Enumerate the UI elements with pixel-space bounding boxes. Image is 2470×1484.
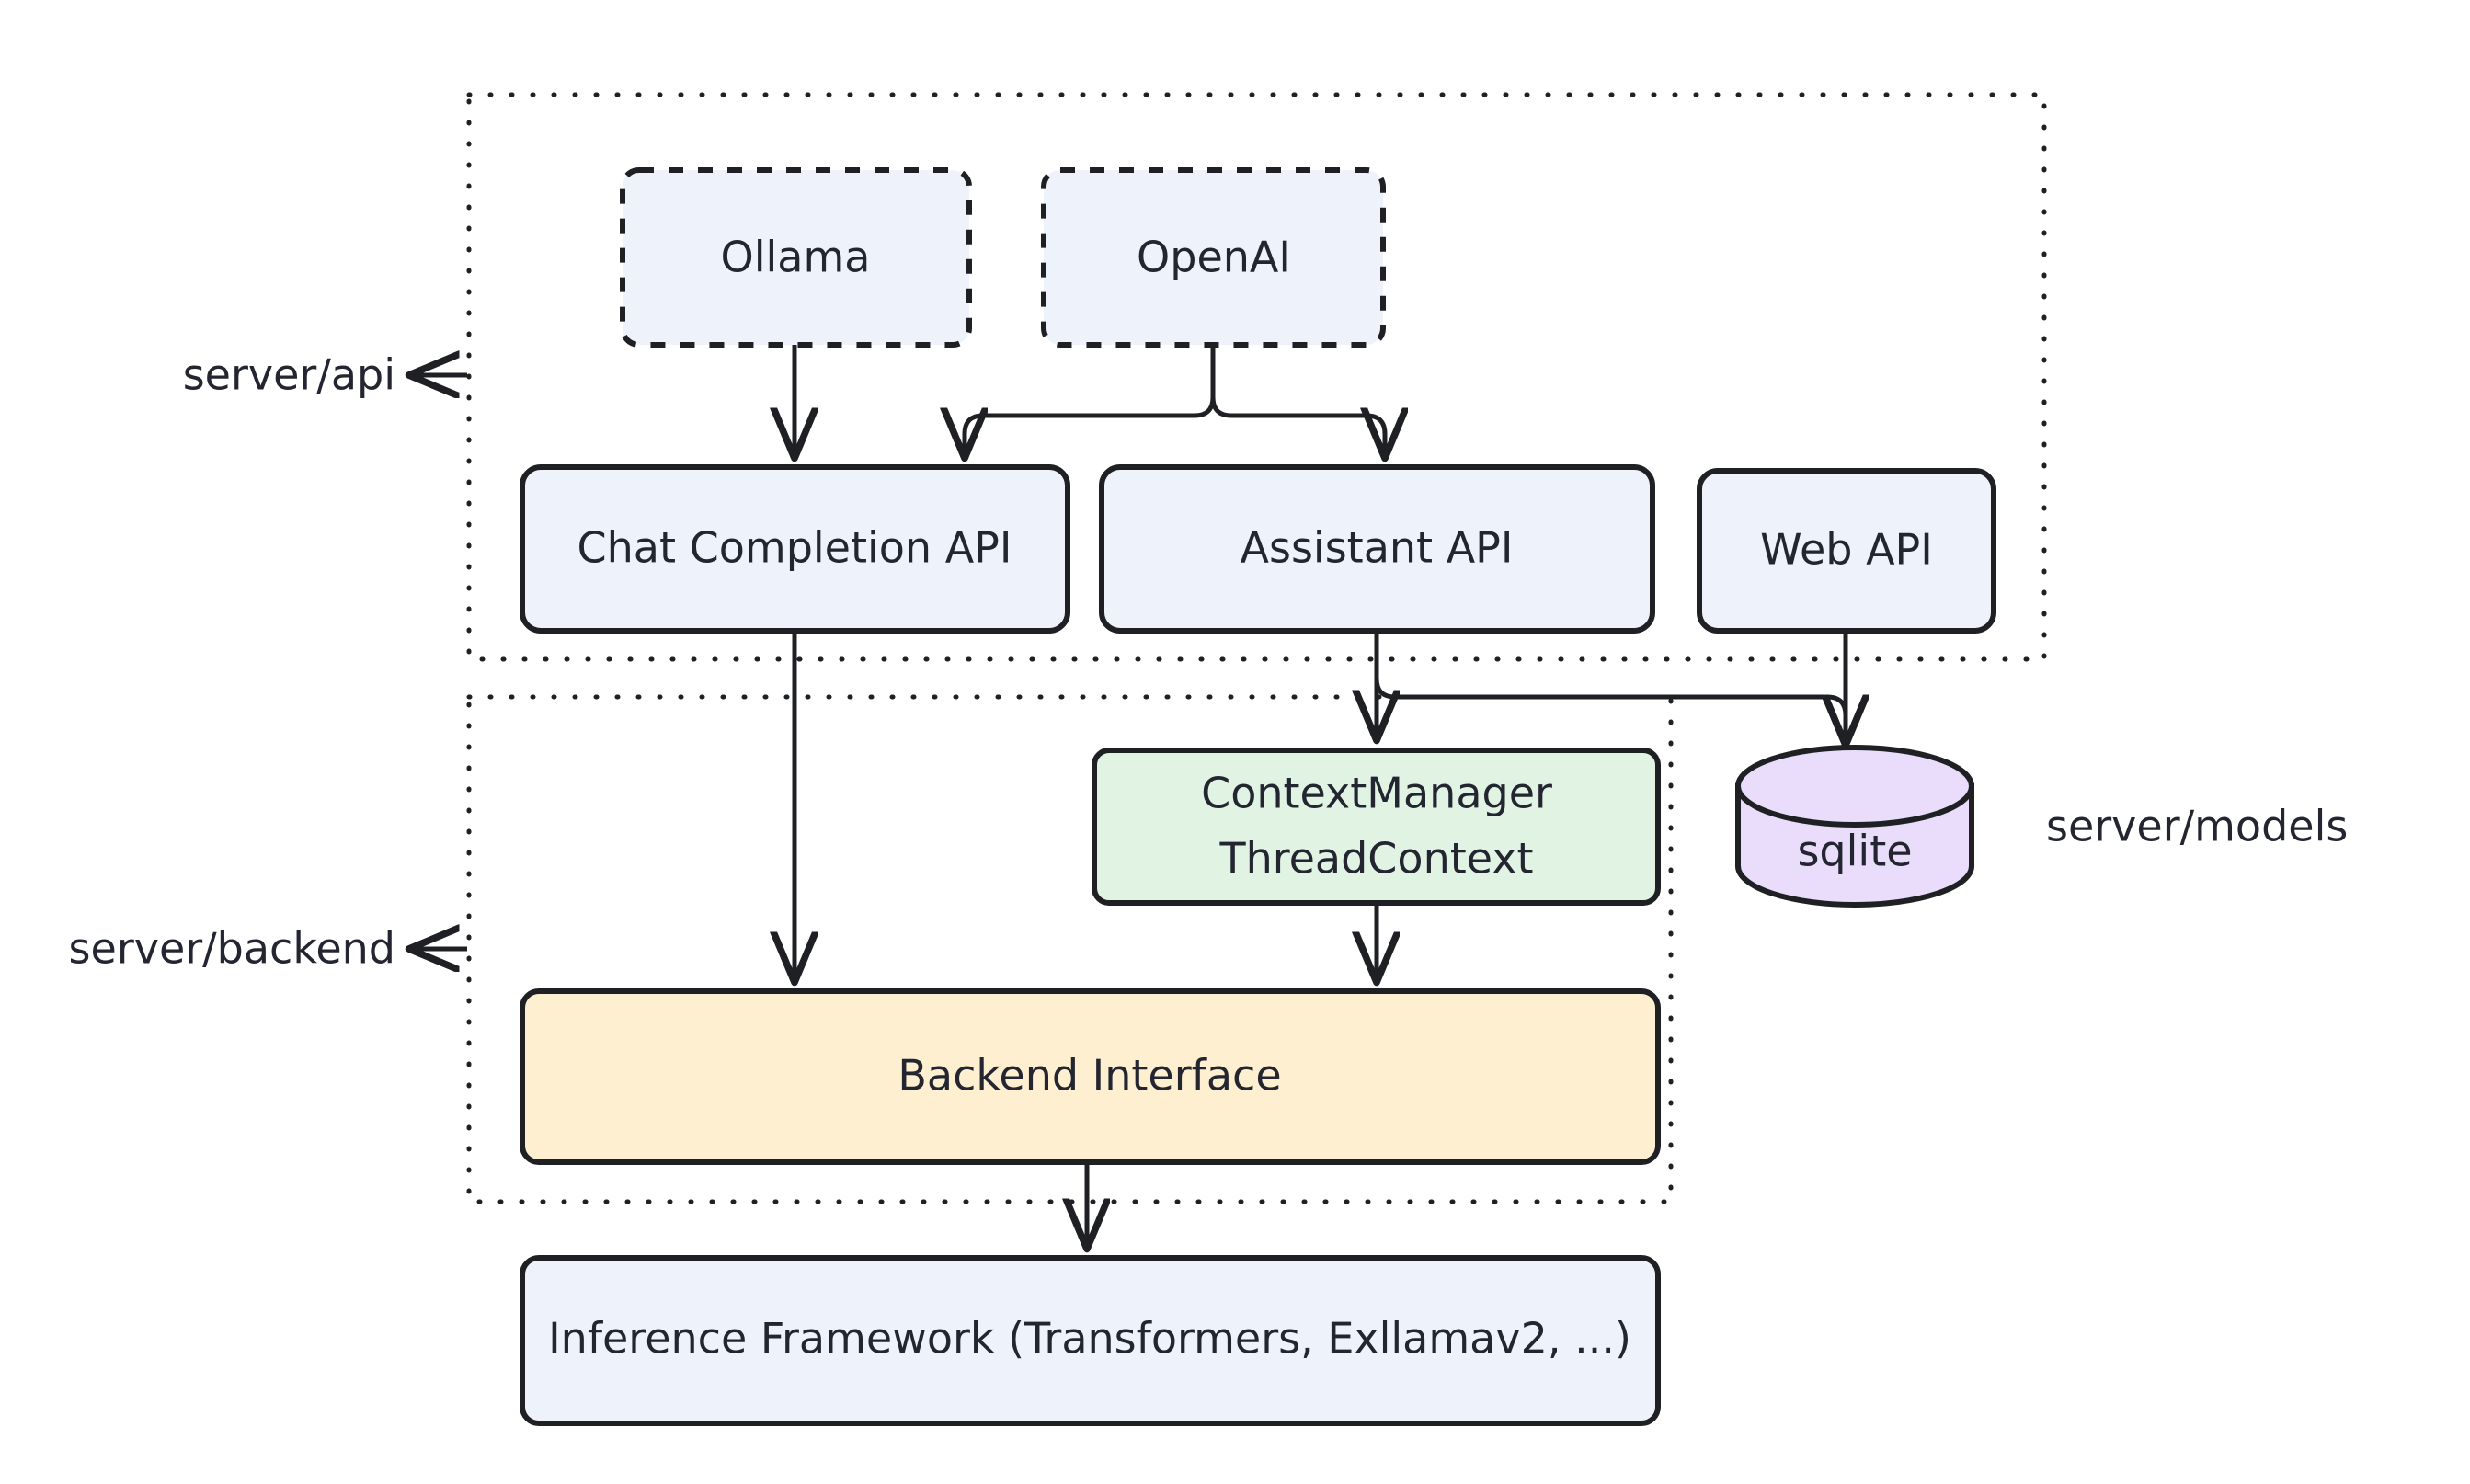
group-label-server-models: server/models [2046, 802, 2348, 851]
node-inference-framework[interactable]: Inference Framework (Transformers, Exlla… [520, 1255, 1661, 1426]
node-ollama[interactable]: Ollama [620, 167, 972, 348]
node-openai[interactable]: OpenAI [1041, 167, 1386, 348]
node-context-manager-label-line1: ContextManager [1201, 769, 1552, 818]
edge-openai-to-chat-completion-api [965, 342, 1216, 456]
edge-openai-to-assistant-api [1210, 342, 1385, 456]
node-chat-completion-api-label: Chat Completion API [577, 523, 1012, 573]
node-backend-interface-label: Backend Interface [898, 1051, 1281, 1101]
node-openai-box[interactable] [1041, 167, 1386, 348]
node-inference-framework-label: Inference Framework (Transformers, Exlla… [548, 1314, 1631, 1364]
node-assistant-api-box[interactable] [1099, 464, 1655, 634]
node-context-manager[interactable]: ContextManager ThreadContext [1092, 748, 1661, 906]
node-sqlite-cylinder-top[interactable] [1735, 745, 1974, 828]
node-web-api-box[interactable] [1697, 468, 1996, 634]
node-chat-completion-api[interactable]: Chat Completion API [520, 464, 1070, 634]
node-ollama-box[interactable] [620, 167, 972, 348]
node-context-manager-label-line2: ThreadContext [1218, 834, 1533, 884]
group-server-api-border [466, 92, 2047, 662]
node-assistant-api[interactable]: Assistant API [1099, 464, 1655, 634]
node-chat-completion-api-box[interactable] [520, 464, 1070, 634]
node-web-api-label: Web API [1760, 525, 1933, 575]
node-openai-label: OpenAI [1137, 233, 1291, 282]
node-context-manager-box[interactable] [1092, 748, 1661, 906]
node-backend-interface[interactable]: Backend Interface [520, 988, 1661, 1165]
group-label-server-backend: server/backend [69, 924, 395, 974]
node-backend-interface-box[interactable] [520, 988, 1661, 1165]
node-inference-framework-box[interactable] [520, 1255, 1661, 1426]
group-server-api [466, 92, 2047, 662]
node-ollama-label: Ollama [721, 233, 871, 282]
node-sqlite[interactable]: sqlite [1735, 745, 1974, 908]
node-sqlite-label: sqlite [1797, 827, 1912, 876]
edge-assistant-api-to-sqlite [1374, 629, 1846, 743]
node-assistant-api-label: Assistant API [1241, 523, 1514, 573]
group-label-server-api: server/api [183, 350, 395, 400]
node-web-api[interactable]: Web API [1697, 468, 1996, 634]
